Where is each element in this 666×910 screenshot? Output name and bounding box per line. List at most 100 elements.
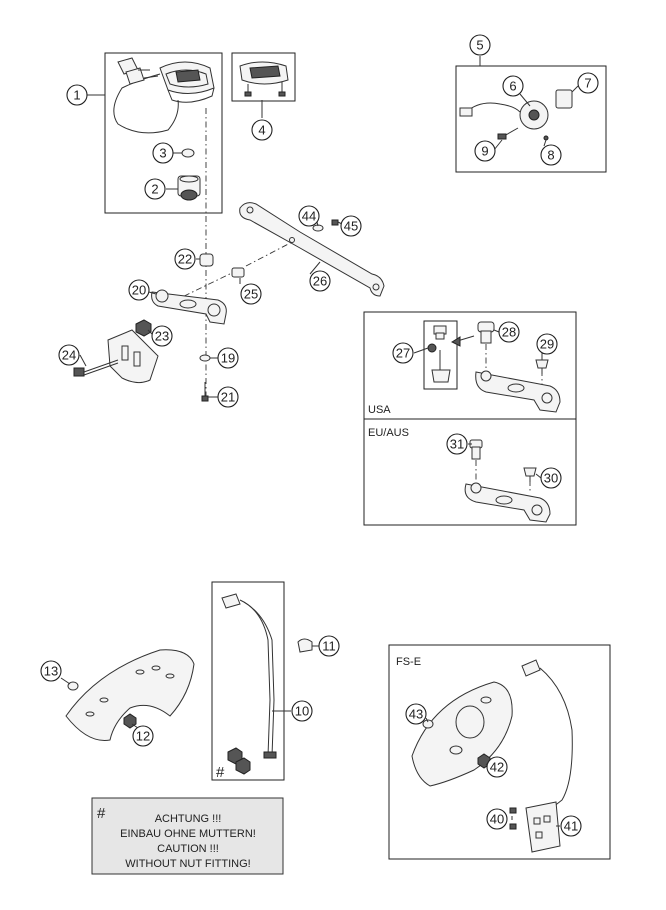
speedometer-unit bbox=[113, 57, 215, 134]
callout-31-number: 31 bbox=[450, 437, 464, 452]
callout-5: 5 bbox=[469, 34, 491, 56]
sensor-marker: # bbox=[216, 764, 225, 781]
callout-10: 10 bbox=[291, 700, 313, 722]
usa-bolt-29 bbox=[535, 359, 549, 374]
note-line-2: EINBAU OHNE MUTTERN! bbox=[120, 828, 256, 840]
callout-19: 19 bbox=[217, 347, 239, 369]
callout-25: 25 bbox=[240, 283, 262, 305]
assembly-line-2 bbox=[175, 269, 239, 301]
kill-switch bbox=[459, 89, 573, 141]
callout-3: 3 bbox=[152, 142, 174, 164]
washer bbox=[199, 354, 211, 362]
callout-9-number: 9 bbox=[481, 144, 488, 159]
callout-27-number: 27 bbox=[396, 346, 410, 361]
callout-42-number: 42 bbox=[490, 760, 504, 775]
usa-bracket bbox=[475, 370, 561, 413]
callout-1: 1 bbox=[66, 84, 88, 106]
callout-30: 30 bbox=[540, 467, 562, 489]
rubber-ring bbox=[181, 148, 195, 158]
callout-44: 44 bbox=[298, 205, 320, 227]
callout-21: 21 bbox=[217, 386, 239, 408]
callout-28-number: 28 bbox=[502, 325, 516, 340]
callout-2: 2 bbox=[144, 178, 166, 200]
callout-13: 13 bbox=[40, 660, 62, 682]
callout-43: 43 bbox=[405, 703, 427, 725]
callout-29-number: 29 bbox=[540, 337, 554, 352]
fs-e-sensor-cable bbox=[521, 659, 573, 813]
callout-45: 45 bbox=[340, 215, 362, 237]
handlebar-bracket bbox=[239, 202, 385, 297]
note-marker: # bbox=[97, 805, 106, 822]
callout-45-number: 45 bbox=[344, 219, 358, 234]
callout-24: 24 bbox=[58, 344, 80, 366]
speed-sensor-cable bbox=[221, 593, 277, 775]
lamp-holder bbox=[177, 175, 201, 201]
rubber-bush bbox=[199, 253, 214, 267]
callout-8-number: 8 bbox=[547, 148, 554, 163]
callout-26-number: 26 bbox=[313, 274, 327, 289]
note-line-4: WITHOUT NUT FITTING! bbox=[125, 858, 250, 870]
callout-44-number: 44 bbox=[302, 209, 316, 224]
brake-disc bbox=[65, 649, 195, 741]
fitting-note: # ACHTUNG !!! EINBAU OHNE MUTTERN! CAUTI… bbox=[91, 797, 284, 875]
callout-5-number: 5 bbox=[476, 38, 483, 53]
callout-20: 20 bbox=[128, 279, 150, 301]
fitting-note-box bbox=[91, 797, 284, 875]
holder-plate bbox=[107, 329, 159, 384]
callout-40: 40 bbox=[486, 808, 508, 830]
nut bbox=[135, 319, 152, 337]
callout-22-number: 22 bbox=[178, 252, 192, 267]
callout-2-number: 2 bbox=[151, 182, 158, 197]
cover-group-box bbox=[231, 52, 296, 102]
eu-aus-bracket bbox=[464, 482, 551, 523]
callout-30-number: 30 bbox=[544, 471, 558, 486]
callout-25-number: 25 bbox=[244, 287, 258, 302]
o-ring bbox=[67, 681, 79, 691]
callout-7: 7 bbox=[577, 72, 599, 94]
callout-7-number: 7 bbox=[584, 76, 591, 91]
note-line-1: ACHTUNG !!! bbox=[155, 813, 222, 825]
small-bolt-assembly bbox=[427, 325, 451, 383]
callout-41-number: 41 bbox=[564, 819, 578, 834]
callout-31: 31 bbox=[446, 433, 468, 455]
fs-e-box bbox=[388, 644, 611, 860]
callout-43-number: 43 bbox=[409, 707, 423, 722]
note-line-3: CAUTION !!! bbox=[157, 843, 219, 855]
callout-26: 26 bbox=[309, 270, 331, 292]
callout-9: 9 bbox=[474, 140, 496, 162]
callout-41: 41 bbox=[560, 815, 582, 837]
callout-21-number: 21 bbox=[221, 390, 235, 405]
callout-42: 42 bbox=[486, 756, 508, 778]
callout-12-number: 12 bbox=[136, 729, 150, 744]
speedometer-cover bbox=[239, 61, 289, 97]
fs-e-o-ring bbox=[422, 719, 434, 729]
callout-12: 12 bbox=[132, 725, 154, 747]
screw bbox=[73, 359, 119, 377]
eu-aus-label: EU/AUS bbox=[368, 427, 409, 439]
callout-3-number: 3 bbox=[159, 146, 166, 161]
callout-8: 8 bbox=[540, 144, 562, 166]
callout-11: 11 bbox=[318, 635, 340, 657]
callout-1-number: 1 bbox=[73, 88, 80, 103]
eu-bolt-31 bbox=[469, 439, 483, 460]
callout-11-number: 11 bbox=[322, 639, 336, 654]
usa-label: USA bbox=[368, 404, 391, 416]
callout-27: 27 bbox=[392, 342, 414, 364]
callout-23: 23 bbox=[151, 325, 173, 347]
assembly-line-3 bbox=[245, 239, 297, 267]
sensor-cable-box bbox=[211, 581, 285, 781]
speedometer-group-box bbox=[104, 52, 223, 214]
usa-arrow-head bbox=[450, 336, 461, 347]
usa-bolt-28 bbox=[477, 321, 495, 344]
callout-13-number: 13 bbox=[44, 664, 58, 679]
callout-10-number: 10 bbox=[295, 704, 309, 719]
eu-aus-bracket-box bbox=[363, 418, 577, 526]
fs-e-screws bbox=[509, 807, 517, 830]
long-screw bbox=[201, 382, 209, 402]
callout-23-number: 23 bbox=[155, 329, 169, 344]
callout-20-number: 20 bbox=[132, 283, 146, 298]
callout-6-number: 6 bbox=[509, 79, 516, 94]
callout-4-number: 4 bbox=[258, 123, 265, 138]
callout-22: 22 bbox=[174, 248, 196, 270]
